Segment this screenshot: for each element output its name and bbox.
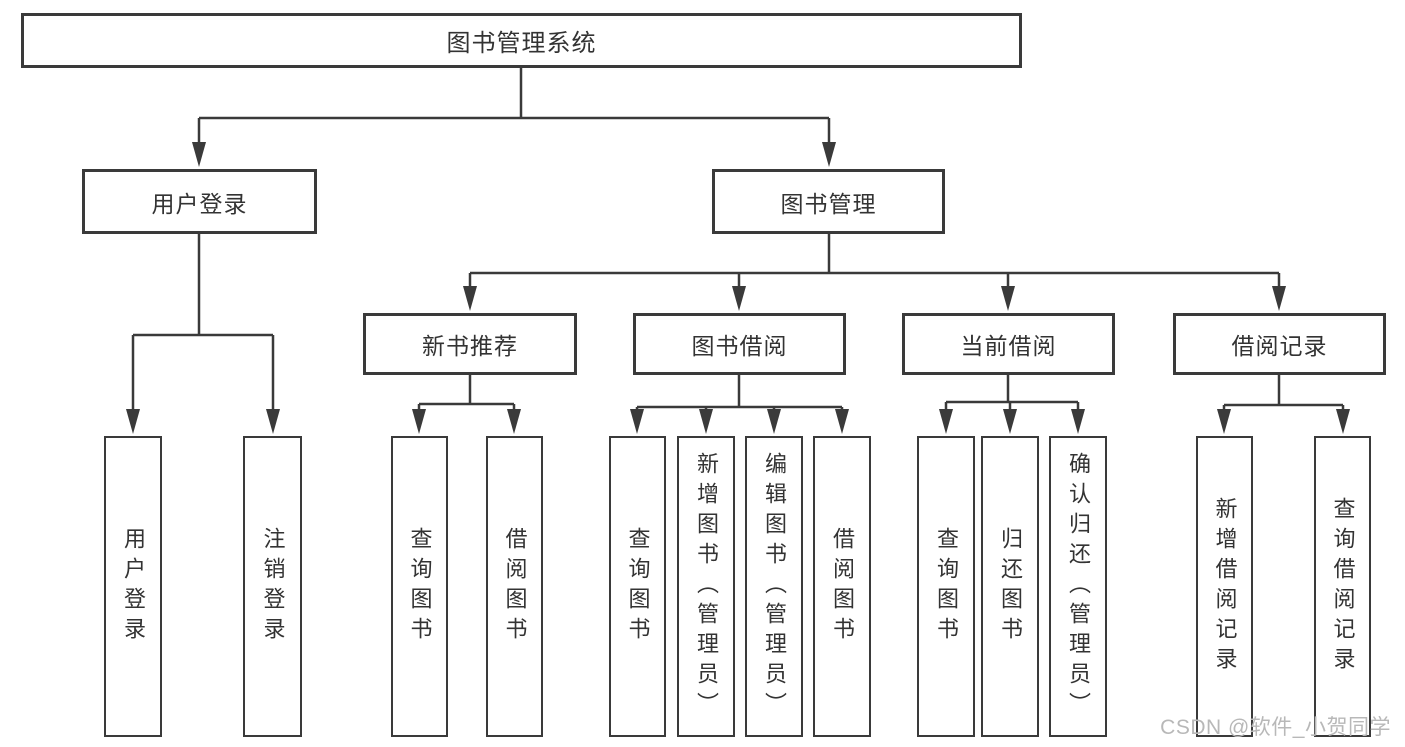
connector-newbook-to-children xyxy=(419,375,514,406)
leaf-borrow-books: 借阅图书 xyxy=(813,436,871,737)
arrowhead-icon xyxy=(1003,409,1017,434)
node-label: 新书推荐 xyxy=(422,333,518,359)
node-label: 查询图书 xyxy=(934,526,959,647)
arrowhead-icon xyxy=(732,286,746,311)
arrowhead-icon xyxy=(192,142,206,167)
node-current-borrow: 当前借阅 xyxy=(902,313,1115,375)
arrowhead-icon xyxy=(1001,286,1015,311)
node-book-borrow: 图书借阅 xyxy=(633,313,846,375)
arrowhead-icon xyxy=(699,409,713,434)
node-label: 当前借阅 xyxy=(960,333,1057,359)
leaf-query-borrow-record: 查询借阅记录 xyxy=(1314,436,1371,737)
node-label: 确认归还（管理员） xyxy=(1066,451,1091,722)
arrowhead-icon xyxy=(1217,409,1231,434)
leaf-logout: 注销登录 xyxy=(243,436,302,737)
connector-login-to-children xyxy=(133,233,273,337)
arrowhead-icon xyxy=(266,409,280,434)
node-new-book-recommend: 新书推荐 xyxy=(363,313,577,375)
node-user-login-module: 用户登录 xyxy=(82,169,317,234)
leaf-add-borrow-record: 新增借阅记录 xyxy=(1196,436,1253,737)
node-label: 查询图书 xyxy=(625,526,651,647)
node-label: 归还图书 xyxy=(998,526,1023,647)
arrowhead-icon xyxy=(630,409,644,434)
arrowhead-icon xyxy=(939,409,953,434)
connector-mgmt-to-level3 xyxy=(470,233,1279,275)
node-label: 借阅记录 xyxy=(1231,333,1328,359)
leaf-user-login: 用户登录 xyxy=(104,436,162,737)
connector-borrow-to-children xyxy=(637,375,842,409)
arrowhead-icon xyxy=(507,409,521,434)
arrowhead-icon xyxy=(412,409,426,434)
node-label: 图书管理 xyxy=(780,190,877,217)
node-borrow-records: 借阅记录 xyxy=(1173,313,1386,375)
leaf-confirm-return-admin: 确认归还（管理员） xyxy=(1049,436,1107,737)
node-label: 借阅图书 xyxy=(830,526,855,647)
node-label: 图书借阅 xyxy=(691,333,788,359)
leaf-return-books: 归还图书 xyxy=(981,436,1039,737)
arrowhead-icon xyxy=(463,286,477,311)
arrowhead-icon xyxy=(126,409,140,434)
arrowhead-icon xyxy=(767,409,781,434)
leaf-query-books: 查询图书 xyxy=(917,436,975,737)
node-label: 查询借阅记录 xyxy=(1330,496,1356,677)
leaf-query-books: 查询图书 xyxy=(391,436,448,737)
node-book-management-module: 图书管理 xyxy=(712,169,945,234)
node-label: 查询图书 xyxy=(407,526,433,647)
arrow-heads xyxy=(126,142,1350,434)
connector-current-to-children xyxy=(946,375,1078,404)
node-label: 用户登录 xyxy=(151,190,248,217)
node-label: 注销登录 xyxy=(260,526,286,647)
node-label: 用户登录 xyxy=(121,526,146,647)
arrowhead-icon xyxy=(835,409,849,434)
arrowhead-icon xyxy=(1336,409,1350,434)
node-label: 新增借阅记录 xyxy=(1212,496,1238,677)
connector-records-to-children xyxy=(1224,375,1343,407)
node-label: 新增图书（管理员） xyxy=(694,451,719,722)
arrowhead-icon xyxy=(1071,409,1085,434)
arrowhead-icon xyxy=(1272,286,1286,311)
connector-root-to-level2 xyxy=(199,67,829,120)
arrowhead-icon xyxy=(822,142,836,167)
csdn-watermark: CSDN @软件_小贺同学 xyxy=(1160,716,1391,739)
leaf-borrow-books: 借阅图书 xyxy=(486,436,543,737)
leaf-add-books-admin: 新增图书（管理员） xyxy=(677,436,735,737)
node-label: 编辑图书（管理员） xyxy=(762,451,787,722)
leaf-edit-books-admin: 编辑图书（管理员） xyxy=(745,436,803,737)
leaf-query-books: 查询图书 xyxy=(609,436,666,737)
node-label: 借阅图书 xyxy=(502,526,528,647)
node-label: 图书管理系统 xyxy=(446,30,597,57)
node-system-root: 图书管理系统 xyxy=(21,13,1022,68)
